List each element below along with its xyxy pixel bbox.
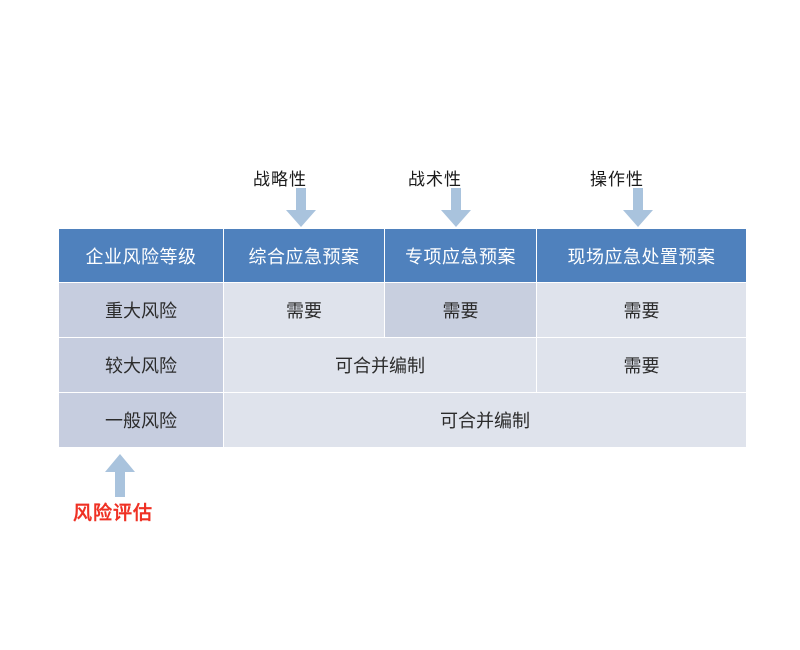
table-row-general-risk: 一般风险 可合并编制 [58, 392, 747, 448]
arrow-up-icon-risk-assessment [105, 454, 135, 497]
table-row-large-risk: 较大风险 可合并编制 需要 [58, 337, 747, 393]
cell-major-special: 需要 [384, 282, 537, 338]
header-cell-special-plan: 专项应急预案 [384, 228, 537, 283]
row-label-large-risk: 较大风险 [58, 337, 224, 393]
top-annotation-label-operational: 操作性 [590, 170, 644, 190]
arrow-down-icon-tactical [441, 188, 471, 227]
table-header-row: 企业风险等级 综合应急预案 专项应急预案 现场应急处置预案 [58, 228, 747, 283]
arrow-down-icon-strategic [286, 188, 316, 227]
cell-major-comprehensive: 需要 [223, 282, 385, 338]
header-cell-risk-level: 企业风险等级 [58, 228, 224, 283]
cell-major-onsite: 需要 [536, 282, 747, 338]
row-label-major-risk: 重大风险 [58, 282, 224, 338]
header-cell-onsite-plan: 现场应急处置预案 [536, 228, 747, 283]
bottom-annotation-label-risk-assessment: 风险评估 [73, 502, 154, 524]
cell-large-merged-plan: 可合并编制 [223, 337, 537, 393]
header-cell-comprehensive-plan: 综合应急预案 [223, 228, 385, 283]
top-annotation-label-strategic: 战略性 [253, 170, 307, 190]
row-label-general-risk: 一般风险 [58, 392, 224, 448]
table-header: 企业风险等级 综合应急预案 专项应急预案 现场应急处置预案 [58, 228, 747, 283]
arrow-down-icon-operational [623, 188, 653, 227]
emergency-plan-matrix-table: 企业风险等级 综合应急预案 专项应急预案 现场应急处置预案 重大风险 需要 需要… [58, 228, 747, 448]
table-body: 重大风险 需要 需要 需要 较大风险 可合并编制 需要 一般风险 可合并编制 [58, 282, 747, 448]
cell-general-merged-plan: 可合并编制 [223, 392, 747, 448]
table-row-major-risk: 重大风险 需要 需要 需要 [58, 282, 747, 338]
top-annotation-label-tactical: 战术性 [408, 170, 462, 190]
cell-large-onsite: 需要 [536, 337, 747, 393]
